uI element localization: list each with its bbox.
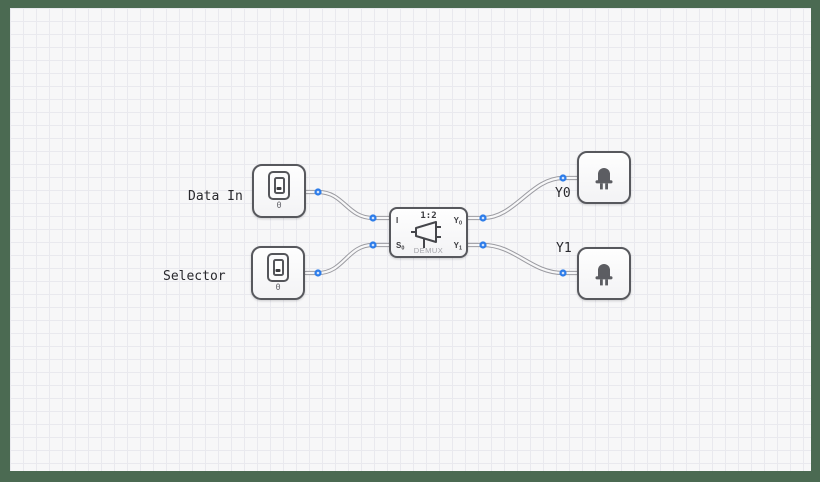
circuit-canvas[interactable]: Data In Selector Y0 Y1 0 0 1:2 I S0 Y0 Y…	[10, 8, 811, 471]
toggle-switch-icon[interactable]	[268, 171, 290, 200]
wire-layer	[303, 174, 581, 277]
demux-pin-y0: Y0	[453, 216, 462, 227]
selector-label: Selector	[163, 269, 226, 284]
connection-dot[interactable]	[369, 241, 377, 249]
switch-off-dash	[275, 269, 281, 272]
switch-rocker	[273, 177, 285, 194]
selector-switch[interactable]: 0	[251, 246, 305, 300]
led-icon	[595, 263, 613, 285]
connection-dot[interactable]	[369, 214, 377, 222]
demux-pin-s0: S0	[396, 241, 405, 252]
switch-rocker	[272, 259, 284, 276]
led0-label: Y0	[555, 186, 571, 201]
demux-icon	[411, 221, 441, 248]
demux-component[interactable]: 1:2 I S0 Y0 Y1 DEMUX	[389, 207, 468, 258]
led-icon	[595, 167, 613, 189]
toggle-switch-icon[interactable]	[267, 253, 289, 282]
wire-demux-to-led0[interactable]	[465, 175, 581, 221]
connection-dot[interactable]	[479, 214, 487, 222]
led0-component[interactable]	[577, 151, 631, 204]
connection-dot[interactable]	[559, 269, 567, 277]
demux-name-label: DEMUX	[413, 246, 444, 255]
connection-dot[interactable]	[314, 269, 322, 277]
connection-dot[interactable]	[559, 174, 567, 182]
led1-component[interactable]	[577, 247, 631, 300]
data-in-label: Data In	[188, 189, 243, 204]
led1-label: Y1	[556, 241, 572, 256]
selector-value: 0	[275, 283, 281, 293]
demux-ratio-label: 1:2	[420, 211, 437, 221]
data-in-switch[interactable]: 0	[252, 164, 306, 218]
data-in-value: 0	[276, 201, 282, 211]
wire-selector-to-demux[interactable]	[303, 242, 392, 276]
demux-pin-i: I	[396, 216, 399, 225]
connection-dot[interactable]	[479, 241, 487, 249]
wire-datain-to-demux[interactable]	[303, 189, 392, 221]
connection-dot[interactable]	[314, 188, 322, 196]
demux-pin-y1: Y1	[453, 241, 462, 252]
switch-off-dash	[276, 187, 282, 190]
